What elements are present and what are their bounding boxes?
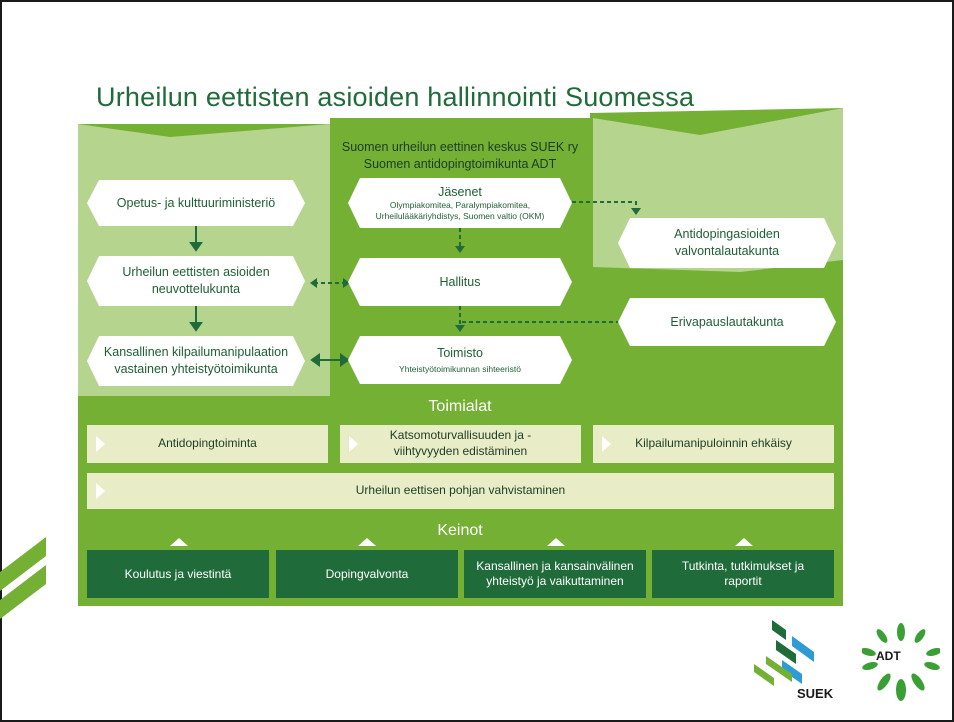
toimiala-label: Kilpailumanipuloinnin ehkäisy (635, 436, 792, 451)
keino-label: Dopingvalvonta (325, 566, 409, 581)
kansallinen-label: Kansallinen kilpailumanipulaation vastai… (103, 345, 289, 376)
hallitus-label: Hallitus (439, 274, 481, 289)
arrow-jasenet-to-valvontalautakunta (572, 201, 637, 210)
keinot-heading: Keinot (437, 522, 483, 539)
up-triangle-icon (358, 538, 376, 546)
neuvottelukunta-box: Urheilun eettisten asioiden neuvotteluku… (87, 256, 305, 306)
opetus-box: Opetus- ja kulttuuriministeriö (87, 180, 305, 226)
up-triangle-icon (170, 538, 188, 546)
stripe-decoration (0, 565, 46, 619)
toimisto-label: Toimisto (437, 345, 483, 360)
valvontalautakunta-label: Antidopingasioiden valvontalautakunta (674, 227, 780, 258)
keino-label: Kansallinen ja kansainvälinen yhteistyö … (476, 559, 634, 588)
up-triangle-icon (735, 538, 753, 546)
jasenet-members-line1: Olympiakomitea, Paralympiakomitea, (389, 200, 531, 211)
toimiala-wide: Urheilun eettisen pohjan vahvistaminen (87, 473, 834, 509)
jasenet-box: Jäsenet Olympiakomitea, Paralympiakomite… (348, 178, 572, 228)
toimisto-subtitle: Yhteistyötoimikunnan sihteeristö (399, 363, 521, 374)
toimialat-heading: Toimialat (428, 398, 492, 415)
center-header: Suomen urheilun eettinen keskus SUEK ry … (330, 139, 590, 173)
toimiala-item: Katsomoturvallisuuden ja -viihtyvyyden e… (340, 425, 581, 463)
play-triangle-icon (96, 483, 105, 499)
valvontalautakunta-box: Antidopingasioiden valvontalautakunta (618, 218, 836, 268)
play-triangle-icon (96, 436, 105, 452)
neuvottelukunta-label: Urheilun eettisten asioiden neuvotteluku… (122, 265, 270, 296)
keino-label: Tutkinta, tutkimukset ja raportit (681, 559, 805, 588)
adt-logo-text: ADT (876, 649, 901, 663)
suek-name: Suomen urheilun eettinen keskus SUEK ry (341, 140, 579, 154)
play-triangle-icon (602, 436, 611, 452)
up-triangle-icon (547, 538, 565, 546)
erivapaus-label: Erivapauslautakunta (670, 314, 784, 329)
keino-label: Koulutus ja viestintä (124, 566, 232, 581)
toimiala-item: Antidopingtoiminta (87, 425, 328, 463)
keino-item: Koulutus ja viestintä (87, 550, 269, 598)
adt-logo-icon (862, 623, 940, 701)
adt-name: Suomen antidopingtoimikunta ADT (363, 156, 557, 171)
jasenet-label: Jäsenet (438, 184, 482, 199)
kansallinen-box: Kansallinen kilpailumanipulaation vastai… (87, 336, 305, 386)
hallitus-box: Hallitus (348, 258, 572, 306)
erivapaus-box: Erivapauslautakunta (618, 298, 836, 346)
suek-logo-icon (754, 620, 814, 686)
toimiala-label: Katsomoturvallisuuden ja -viihtyvyyden e… (389, 428, 532, 458)
page-title: Urheilun eettisten asioiden hallinnointi… (96, 82, 695, 112)
keino-item: Kansallinen ja kansainvälinen yhteistyö … (464, 550, 646, 598)
play-triangle-icon (349, 436, 358, 452)
toimiala-item: Kilpailumanipuloinnin ehkäisy (593, 425, 834, 463)
jasenet-members-line2: Urheilulääkäriyhdistys, Suomen valtio (O… (375, 211, 545, 222)
toimisto-box: Toimisto Yhteistyötoimikunnan sihteerist… (348, 336, 572, 384)
keino-item: Tutkinta, tutkimukset ja raportit (652, 550, 834, 598)
toimiala-wide-label: Urheilun eettisen pohjan vahvistaminen (355, 483, 566, 498)
toimiala-label: Antidopingtoiminta (158, 436, 257, 451)
keino-item: Dopingvalvonta (276, 550, 458, 598)
opetus-label: Opetus- ja kulttuuriministeriö (116, 195, 276, 210)
suek-logo-text: SUEK (797, 686, 834, 701)
stripe-decoration (0, 537, 46, 591)
